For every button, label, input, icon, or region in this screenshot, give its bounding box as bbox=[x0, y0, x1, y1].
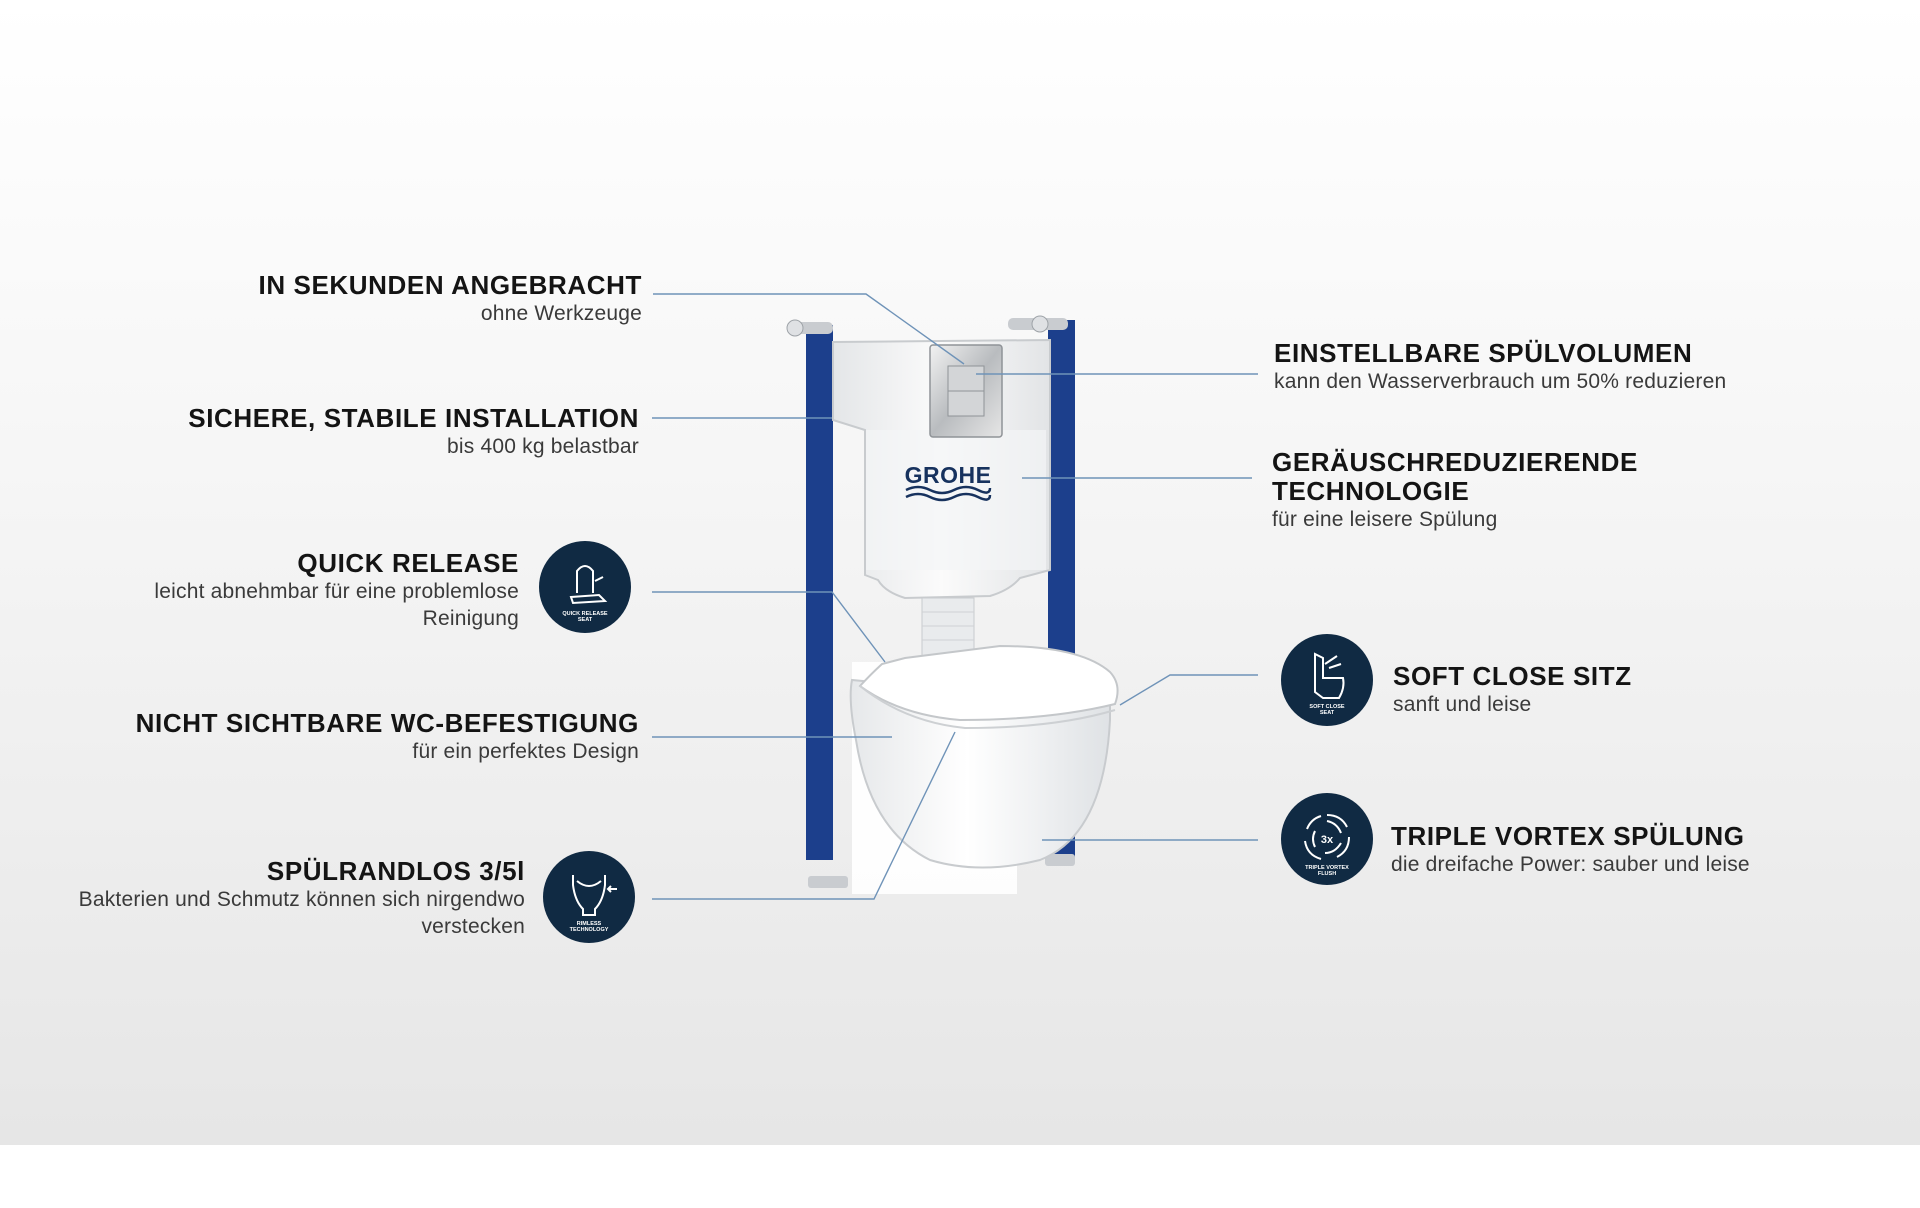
feature-desc: für ein perfektes Design bbox=[412, 740, 639, 763]
quick-release-badge: QUICK RELEASE SEAT bbox=[539, 541, 631, 633]
rimless-bowl-icon: RIMLESS TECHNOLOGY bbox=[570, 875, 617, 933]
feature-quick-release: QUICK RELEASE leicht abnehmbar für eine … bbox=[154, 549, 519, 632]
bottom-band bbox=[0, 1145, 1920, 1208]
badge-line1: TRIPLE VORTEX bbox=[1305, 865, 1349, 871]
feature-title: SPÜLRANDLOS 3/5l bbox=[266, 856, 525, 886]
frame-left-leg bbox=[806, 325, 833, 860]
feature-desc-line2: Reinigung bbox=[422, 607, 519, 630]
grohe-logo: GROHE bbox=[905, 462, 992, 488]
badge-line2: FLUSH bbox=[1318, 871, 1336, 877]
feature-spuelrandlos: SPÜLRANDLOS 3/5l Bakterien und Schmutz k… bbox=[79, 857, 525, 940]
feature-befestigung: NICHT SICHTBARE WC-BEFESTIGUNG für ein p… bbox=[136, 709, 639, 765]
feature-soft-close: SOFT CLOSE SITZ sanft und leise bbox=[1393, 662, 1632, 718]
product-infographic: GROHE IN SEKUNDEN ANGEBRACHT ohne Werkze… bbox=[0, 0, 1920, 1145]
feature-title: SOFT CLOSE SITZ bbox=[1393, 661, 1632, 691]
badge-line2: SEAT bbox=[1320, 710, 1335, 716]
badge-line2: TECHNOLOGY bbox=[570, 927, 609, 933]
feature-desc: sanft und leise bbox=[1393, 693, 1532, 716]
badge-line1: QUICK RELEASE bbox=[562, 611, 608, 617]
badge-count-label: 3x bbox=[1321, 834, 1334, 846]
feature-title-line2: TECHNOLOGIE bbox=[1272, 476, 1470, 506]
feature-desc: Bakterien und Schmutz können sich nirgen… bbox=[78, 888, 525, 911]
feature-title: TRIPLE VORTEX SPÜLUNG bbox=[1391, 821, 1745, 851]
feature-triple-vortex: TRIPLE VORTEX SPÜLUNG die dreifache Powe… bbox=[1391, 822, 1750, 878]
feature-desc-line2: verstecken bbox=[421, 915, 525, 938]
feature-title: IN SEKUNDEN ANGEBRACHT bbox=[258, 270, 642, 300]
soft-close-badge: SOFT CLOSE SEAT bbox=[1281, 634, 1373, 726]
feature-desc: kann den Wasserverbrauch um 50% reduzier… bbox=[1274, 370, 1727, 393]
feature-desc: die dreifache Power: sauber und leise bbox=[1391, 853, 1750, 876]
quick-release-seat-icon: QUICK RELEASE SEAT bbox=[562, 565, 608, 623]
vortex-icon: 3x TRIPLE VORTEX FLUSH bbox=[1304, 814, 1350, 877]
badge-line2: SEAT bbox=[578, 617, 593, 623]
feature-in-sekunden: IN SEKUNDEN ANGEBRACHT ohne Werkzeuge bbox=[259, 271, 642, 327]
feature-title: SICHERE, STABILE INSTALLATION bbox=[188, 403, 639, 433]
feature-desc: für eine leisere Spülung bbox=[1272, 508, 1498, 531]
feature-installation: SICHERE, STABILE INSTALLATION bis 400 kg… bbox=[188, 404, 639, 460]
feature-spuelvolumen: EINSTELLBARE SPÜLVOLUMEN kann den Wasser… bbox=[1274, 339, 1726, 395]
feature-desc: ohne Werkzeuge bbox=[480, 302, 642, 325]
feature-desc: bis 400 kg belastbar bbox=[447, 435, 639, 458]
feature-title: NICHT SICHTBARE WC-BEFESTIGUNG bbox=[135, 708, 639, 738]
feature-title: QUICK RELEASE bbox=[297, 548, 519, 578]
feature-desc: leicht abnehmbar für eine problemlose bbox=[154, 580, 519, 603]
rimless-badge: RIMLESS TECHNOLOGY bbox=[543, 851, 635, 943]
feature-title: EINSTELLBARE SPÜLVOLUMEN bbox=[1274, 338, 1693, 368]
soft-close-seat-icon: SOFT CLOSE SEAT bbox=[1309, 652, 1345, 716]
frame-right-leg bbox=[1048, 320, 1075, 660]
feature-geraeusch: GERÄUSCHREDUZIERENDE TECHNOLOGIE für ein… bbox=[1272, 448, 1638, 533]
badge-line1: SOFT CLOSE bbox=[1309, 704, 1344, 710]
triple-vortex-badge: 3x TRIPLE VORTEX FLUSH bbox=[1281, 793, 1373, 885]
feature-title: GERÄUSCHREDUZIERENDE bbox=[1272, 447, 1638, 477]
badge-line1: RIMLESS bbox=[577, 921, 602, 927]
